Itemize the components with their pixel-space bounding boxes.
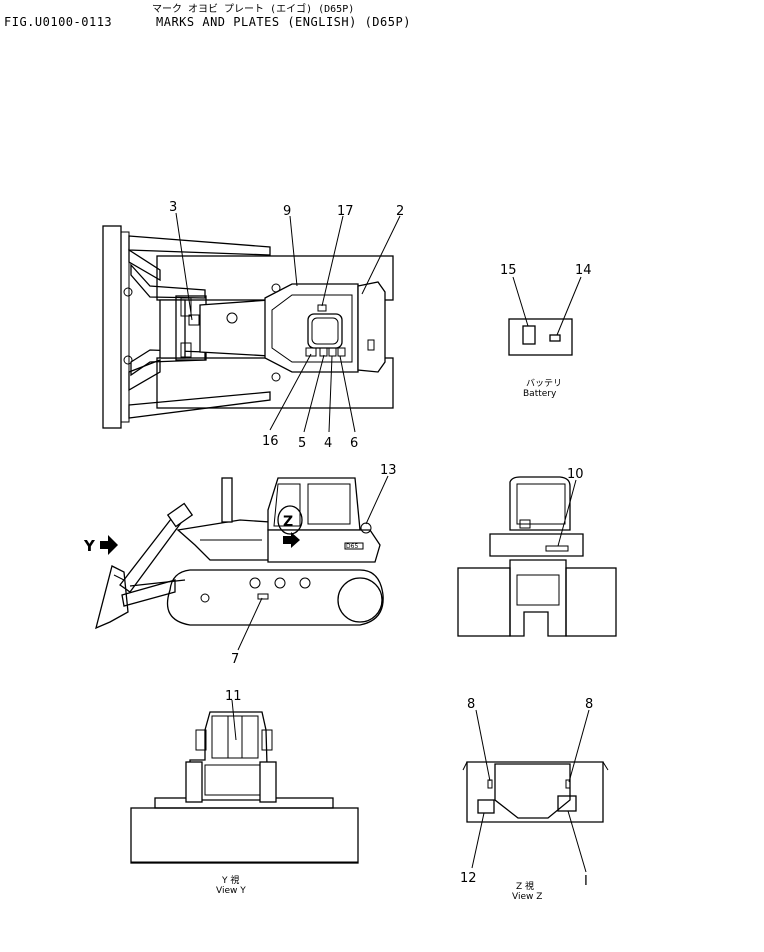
callout-11: 11 bbox=[225, 689, 242, 704]
battery-caption: Battery bbox=[523, 389, 557, 399]
callout-6: 6 bbox=[350, 436, 358, 451]
callout-14: 14 bbox=[575, 263, 592, 278]
callout-17: 17 bbox=[337, 204, 354, 219]
callout-8-left: 8 bbox=[467, 697, 475, 712]
page-title: MARKS AND PLATES (ENGLISH) (D65P) bbox=[156, 15, 411, 29]
callout-12: 12 bbox=[460, 871, 477, 886]
view-z-caption: View Z bbox=[512, 892, 542, 902]
view-y-marker: Y bbox=[83, 537, 96, 555]
model-plate-text: D65 bbox=[346, 543, 358, 550]
view-z-drawing bbox=[462, 709, 609, 873]
callout-1: I bbox=[584, 874, 588, 889]
callout-5: 5 bbox=[298, 436, 306, 451]
view-z-caption-jp: Z 視 bbox=[516, 880, 534, 892]
callout-13: 13 bbox=[380, 463, 397, 478]
callout-9: 9 bbox=[283, 204, 291, 219]
side-view-drawing bbox=[95, 475, 389, 651]
callout-16: 16 bbox=[262, 434, 279, 449]
battery-caption-jp: バッテリ bbox=[526, 378, 562, 389]
japanese-title: マーク オヨビ プレート (エイゴ) (D65P) bbox=[152, 4, 355, 15]
rear-view-drawing bbox=[457, 476, 617, 637]
callout-10: 10 bbox=[567, 467, 584, 482]
figure-number: FIG.U0100-0113 bbox=[4, 15, 113, 29]
view-y-caption-jp: Y 視 bbox=[221, 874, 239, 886]
callout-4: 4 bbox=[324, 436, 332, 451]
callout-15: 15 bbox=[500, 263, 517, 278]
battery-drawing bbox=[508, 276, 582, 356]
callout-8-right: 8 bbox=[585, 697, 593, 712]
top-view-drawing bbox=[102, 212, 401, 433]
view-z-marker: Z bbox=[283, 514, 293, 530]
view-y-drawing bbox=[130, 699, 359, 864]
view-y-caption: View Y bbox=[216, 886, 246, 896]
callout-3: 3 bbox=[169, 200, 177, 215]
callout-2: 2 bbox=[396, 204, 404, 219]
callout-7: 7 bbox=[231, 652, 239, 667]
